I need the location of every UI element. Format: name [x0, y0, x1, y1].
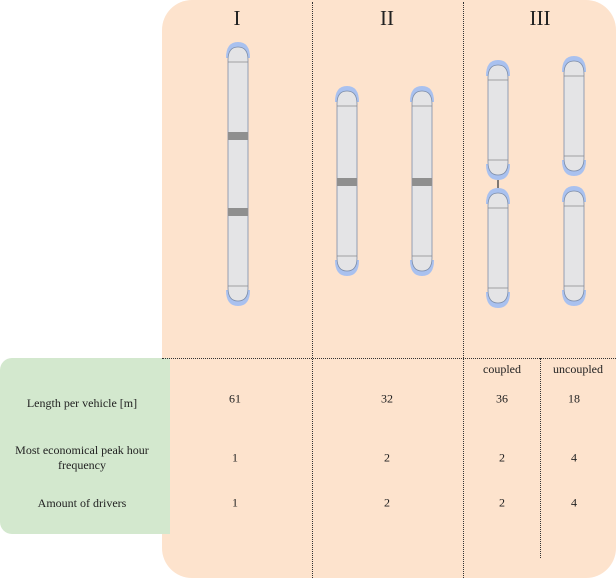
metrics-label-panel-join [150, 358, 170, 534]
vehicle-I-articulation-joint-2 [228, 208, 248, 216]
vehicle-I-body [227, 46, 249, 302]
divider-col-2-3 [463, 2, 464, 578]
row-label-drivers: Amount of drivers [37, 496, 127, 510]
sublabel-coupled: coupled [483, 362, 521, 376]
cell-length-II: 32 [381, 391, 393, 406]
vehicle-I-articulation-joint-1 [228, 132, 248, 140]
divider-table-header [162, 358, 616, 359]
cell-drivers-III-coupled: 2 [499, 495, 505, 510]
cell-drivers-II: 2 [384, 495, 390, 510]
vehicle-II-b-articulation-joint-1 [412, 178, 432, 186]
cell-frequency-III-uncoupled: 4 [571, 450, 577, 465]
cell-drivers-III-uncoupled: 4 [571, 495, 577, 510]
column-heading-I: I [233, 6, 241, 30]
vehicle-III-coupled-rear-body [487, 192, 509, 304]
divider-coupled-uncoupled [540, 358, 541, 558]
cell-length-III-uncoupled: 18 [568, 391, 580, 406]
metrics-label-panel [0, 358, 164, 534]
cell-drivers-I: 1 [232, 495, 238, 510]
sublabel-uncoupled: uncoupled [553, 362, 603, 376]
vehicle-III-uncoupled-rear-body [563, 190, 585, 302]
cell-length-I: 61 [229, 391, 241, 406]
column-heading-II: II [380, 6, 394, 30]
vehicle-III-uncoupled-front-body [563, 60, 585, 172]
cell-length-III-coupled: 36 [496, 391, 508, 406]
vehicle-II-a-articulation-joint-1 [337, 178, 357, 186]
cell-frequency-II: 2 [384, 450, 390, 465]
cell-frequency-I: 1 [232, 450, 238, 465]
divider-col-1-2 [312, 2, 313, 578]
row-label-length: Length per vehicle [m] [26, 396, 138, 410]
vehicle-III-coupled-front-body [487, 64, 509, 176]
cell-frequency-III-coupled: 2 [499, 450, 505, 465]
column-heading-III: III [529, 6, 551, 30]
row-label-frequency: Most economical peak hour frequency [15, 443, 149, 472]
